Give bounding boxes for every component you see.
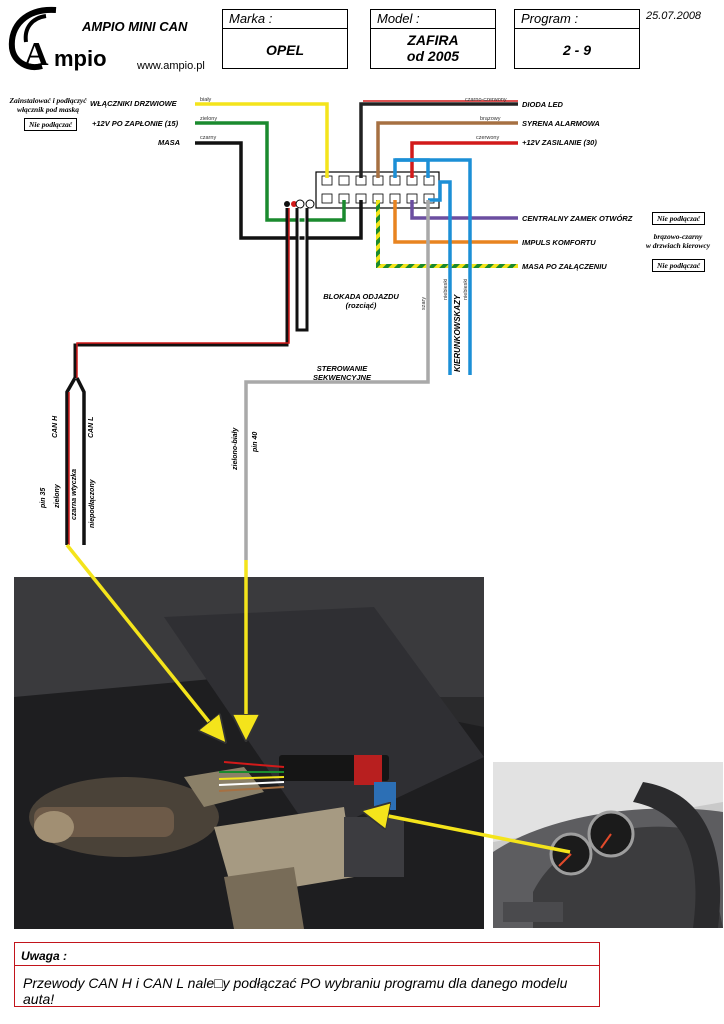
photo-instrument-cluster (493, 762, 723, 928)
program-label: Program : (521, 11, 579, 26)
label-comfort: IMPULS KOMFORTU (522, 238, 596, 247)
ampio-logo-swirl (8, 6, 57, 70)
website-url: www.ampio.pl (137, 60, 205, 72)
sequential-label: STEROWANIE SEKWENCYJNE (313, 364, 371, 382)
wire-red-black-led (359, 102, 518, 178)
arrow-can-h (65, 543, 222, 738)
wire-yellow-door (195, 102, 329, 178)
label-white-color: biały (200, 97, 212, 103)
ampio-logo-text: mpio (54, 46, 107, 71)
ampio-logo-letter: A (24, 36, 49, 73)
photo-under-dashboard (14, 577, 484, 929)
model-box: Model : ZAFIRA od 2005 (370, 9, 496, 69)
immobilizer-loop (284, 199, 315, 332)
wire-brown-siren (376, 121, 518, 178)
label-door-switches: WŁĄCZNIKI DRZWIOWE (90, 99, 177, 108)
marka-box: Marka : OPEL (222, 9, 348, 69)
wire-black-ground (195, 141, 363, 240)
program-box: Program : 2 - 9 (514, 9, 640, 69)
wire-blue-indicator-1 (428, 180, 452, 375)
marka-value: OPEL (265, 42, 305, 58)
product-title: AMPIO MINI CAN (82, 19, 188, 34)
warning-message: Przewody CAN H i CAN L nale□y podłączać … (23, 975, 568, 1007)
wire-purple-lock (410, 200, 518, 220)
wire-can-red-black (73, 208, 289, 378)
label-black-red-color: czarno-czerwony (465, 97, 507, 103)
label-ignition: +12V PO ZAPŁONIE (15) (92, 119, 179, 128)
wire-red-power (410, 141, 518, 178)
wire-green-ignition (195, 121, 346, 222)
label-black-color: czarny (200, 135, 217, 141)
wire-blue-indicator-2 (395, 158, 472, 375)
marka-label: Marka : (229, 11, 273, 26)
label-power: +12V ZASILANIE (30) (522, 138, 597, 147)
model-label: Model : (377, 11, 420, 26)
wire-can-h (65, 377, 77, 545)
wire-gray-sequential (244, 200, 430, 560)
label-led: DIODA LED (522, 100, 563, 109)
wiring-diagram (65, 100, 518, 560)
program-value: 2 - 9 (562, 42, 591, 58)
label-siren: SYRENA ALARMOWA (522, 119, 600, 128)
ground-not-connected-tag: Nie podłączać (652, 259, 706, 272)
label-red-color: czerwony (476, 135, 500, 141)
model-line-2: od 2005 (406, 48, 460, 64)
immobilizer-label: BLOKADA ODJAZDU (rozciąć) (323, 292, 399, 310)
warning-title: Uwaga : (21, 949, 68, 963)
wire-orange-comfort (393, 200, 518, 244)
label-green-color: zielony (200, 116, 218, 122)
label-ground: MASA (158, 138, 181, 147)
warning-box: Uwaga : Przewody CAN H i CAN L nale□y po… (14, 942, 600, 1007)
lock-not-connected-tag: Nie podłączać (652, 212, 706, 225)
document-date: 25.07.2008 (646, 10, 702, 22)
wire-can-l (75, 377, 86, 545)
comfort-note: brązowo-czarny w drzwiach kierowcy (645, 232, 711, 250)
model-line-1: ZAFIRA (407, 32, 459, 48)
label-central-lock: CENTRALNY ZAMEK OTWÓRZ (522, 214, 633, 223)
install-note: Zainstalować i podłączyć włącznik pod ma… (9, 96, 87, 114)
arrow-cluster (368, 812, 571, 854)
label-ground-on: MASA PO ZAŁĄCZENIU (522, 262, 607, 271)
left-not-connected-tag: Nie podłączać (24, 118, 78, 131)
label-brown-color: brązowy (480, 116, 501, 122)
